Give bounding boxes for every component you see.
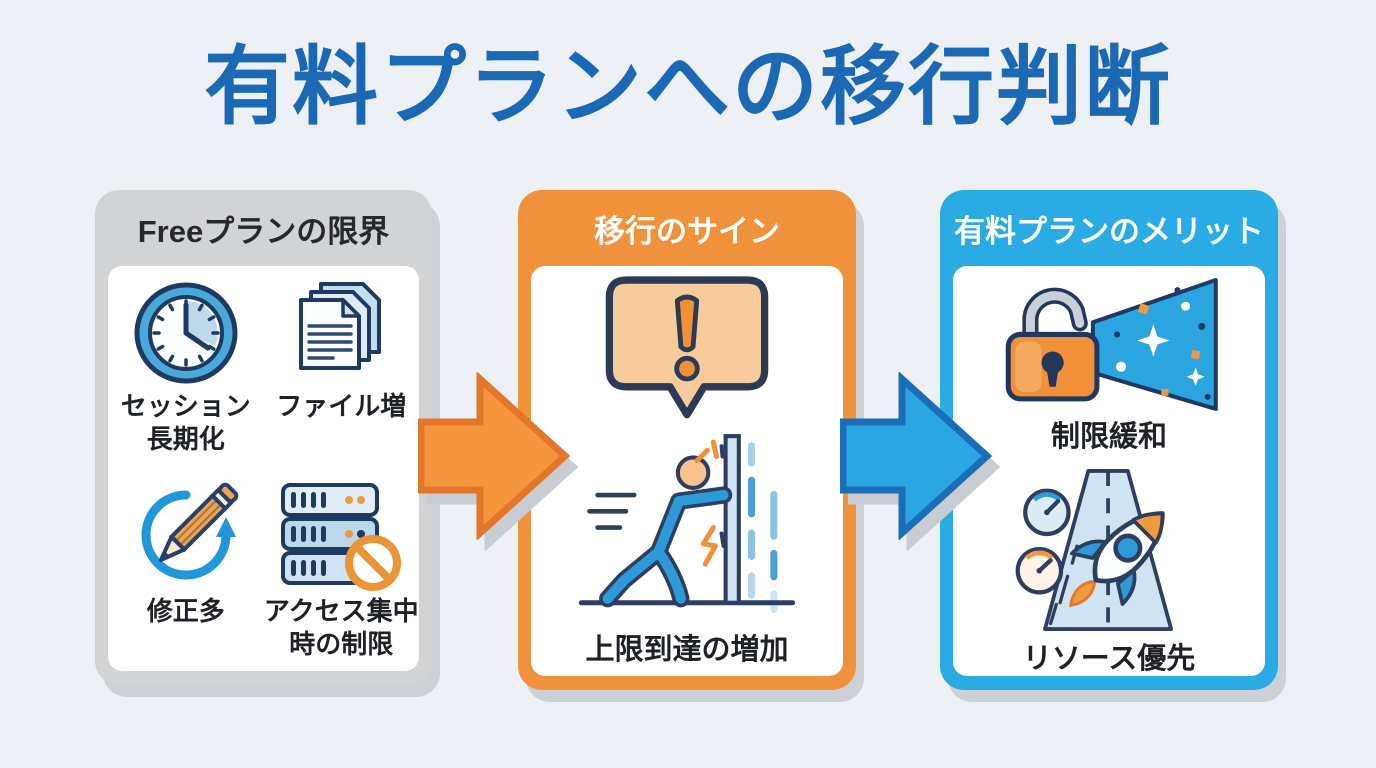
alert-speech-bubble-icon (602, 274, 772, 422)
panel-free-limits: Freeプランの限界 (95, 190, 432, 685)
rocket-launch-road-icon (1013, 465, 1205, 635)
server-blocked-icon (279, 479, 403, 591)
panel-free-limits-body: セッション 長期化 ファイル増 (108, 266, 419, 671)
panel-migration-signs-body: 上限到達の増加 (531, 266, 843, 676)
unlocked-padlock-beam-icon (992, 276, 1226, 413)
limit-item-session: セッション 長期化 (108, 270, 264, 469)
panel-paid-benefits-header: 有料プランのメリット (954, 213, 1264, 249)
limit-item-access: アクセス集中 時の制限 (264, 469, 420, 668)
panel-migration-signs: 移行のサイン (518, 190, 856, 690)
panel-migration-signs-header: 移行のサイン (594, 213, 780, 249)
limit-item-session-label: セッション 長期化 (120, 391, 251, 455)
panel-paid-benefits: 有料プランのメリット (940, 190, 1278, 690)
arrow-free-to-sign-icon (417, 371, 571, 541)
documents-stack-icon (285, 280, 397, 386)
page-title: 有料プランへの移行判断 (204, 39, 1172, 135)
limit-item-revisions-label: 修正多 (146, 595, 225, 626)
benefit-item-limits-label: 制限緩和 (1050, 421, 1167, 453)
person-pushing-wall-icon (569, 430, 805, 619)
panel-paid-benefits-body: 制限緩和 (953, 266, 1265, 676)
limit-item-access-label: アクセス集中 時の制限 (263, 595, 419, 659)
limit-item-files: ファイル増 (264, 270, 420, 469)
clock-icon (130, 280, 242, 386)
pencil-revision-icon (130, 479, 242, 591)
limit-item-revisions: 修正多 (108, 469, 264, 668)
migration-sign-label: 上限到達の増加 (585, 634, 789, 667)
benefit-item-resources: リソース優先 (1013, 455, 1205, 677)
arrow-sign-to-benefit-icon (839, 371, 993, 541)
benefit-item-limits: 制限緩和 (992, 266, 1226, 455)
panel-free-limits-header: Freeプランの限界 (137, 213, 390, 249)
limit-item-files-label: ファイル増 (276, 391, 407, 421)
benefit-item-resources-label: リソース優先 (1022, 643, 1196, 675)
